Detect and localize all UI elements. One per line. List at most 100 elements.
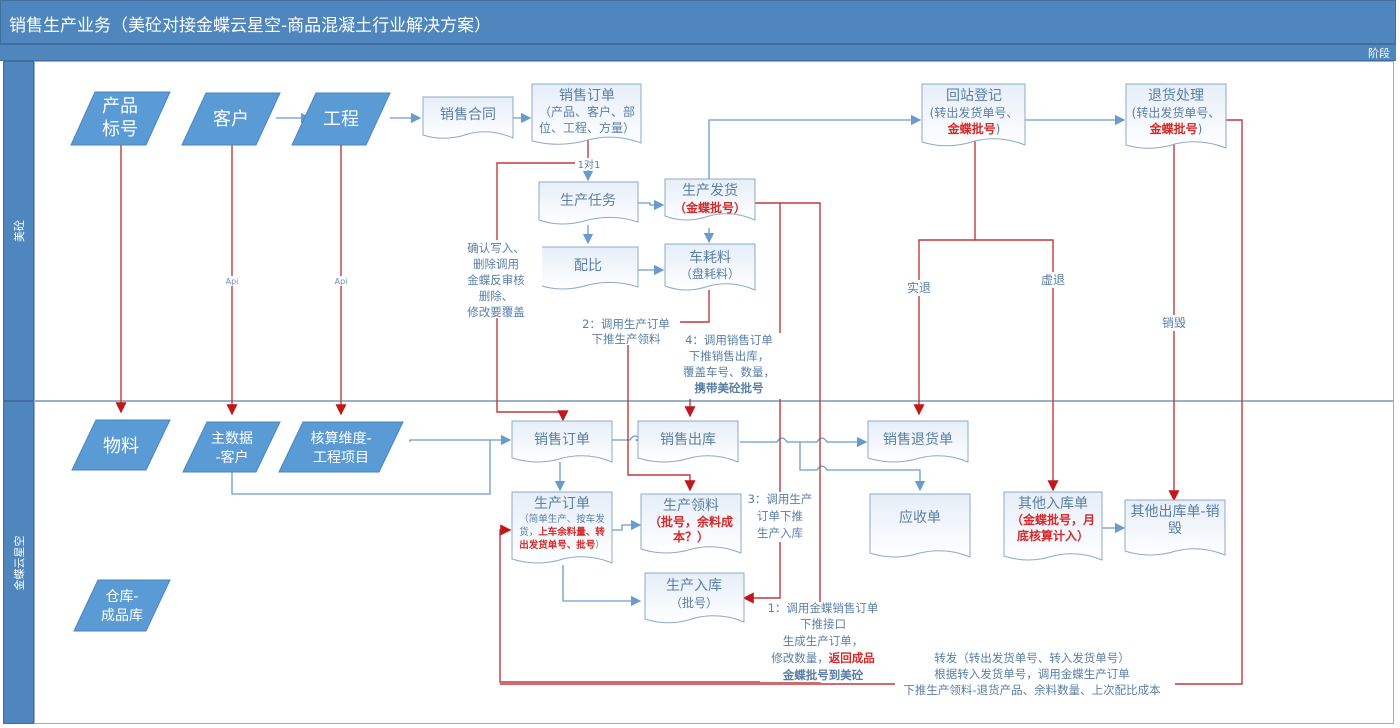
doc-production-inbound-title: 生产入库 <box>666 578 722 594</box>
doc-sales-order-line2: 位、工程、方量） <box>539 120 635 135</box>
shape-product-code-line1: 产品 <box>102 96 138 117</box>
shape-product-code[interactable]: 产品 标号 <box>70 91 171 146</box>
doc-return-register-line1: (转出发货单号、 <box>930 105 1019 120</box>
doc-return-register[interactable]: 回站登记 (转出发货单号、 金蝶批号) <box>921 83 1026 147</box>
shape-product-code-line2: 标号 <box>102 119 138 140</box>
doc-production-picking-line2: 本？） <box>673 529 709 544</box>
note-step1-3: 生成生产订单， <box>783 634 864 648</box>
note-confirm-2: 删除调用 <box>473 257 519 271</box>
doc-mix-ratio-title: 配比 <box>574 258 602 274</box>
note-forward-1: 转发（转出发货单号、转入发货单号） <box>934 651 1130 665</box>
note-destroy: 销毁 <box>1162 315 1186 330</box>
note-confirm-3: 金蝶反审核 <box>467 273 525 287</box>
doc-return-process[interactable]: 退货处理 (转出发货单号、 金蝶批号) <box>1125 83 1227 149</box>
doc-return-register-line2: 金蝶批号) <box>947 121 1001 136</box>
note-step4-red: 携带美砼批号 <box>695 381 764 395</box>
documents: 销售合同 销售订单 （产品、客户、部 位、工程、方量） 生产任务 生产发货 （金… <box>422 83 1227 624</box>
flow-kdorder-outbound <box>610 434 646 446</box>
doc-production-order-title: 生产订单 <box>534 496 590 512</box>
doc-mix-ratio[interactable]: 配比 <box>538 246 639 290</box>
note-forward-2: 根据转入发货单号，调用金蝶生产订单 <box>934 667 1130 681</box>
doc-other-inbound[interactable]: 其他入库单 （金蝶批号，月 底核算计入） <box>1003 491 1103 561</box>
note-step1-2: 下推接口 <box>800 617 846 631</box>
doc-sales-outbound-title: 销售出库 <box>660 432 716 448</box>
doc-sales-order[interactable]: 销售订单 （产品、客户、部 位、工程、方量） <box>531 83 642 145</box>
doc-production-task[interactable]: 生产任务 <box>538 181 639 225</box>
doc-production-picking[interactable]: 生产领料 （批号，余料成 本？） <box>640 493 742 554</box>
doc-production-order-line3: 出发货单号、批号） <box>519 539 605 551</box>
shape-material-label: 物料 <box>103 436 139 457</box>
doc-other-inbound-line2: 底核算计入） <box>1017 528 1089 543</box>
doc-kd-sales-order[interactable]: 销售订单 <box>511 420 613 463</box>
note-step3-1: 3：调用生产 <box>748 492 813 506</box>
note-step3-2: 订单下推 <box>757 509 803 523</box>
doc-kd-sales-order-title: 销售订单 <box>534 432 590 448</box>
doc-production-picking-title: 生产领料 <box>663 498 719 514</box>
note-forward-3: 下推生产领料-退货产品、余料数量、上次配比成本 <box>903 683 1161 697</box>
doc-sales-contract[interactable]: 销售合同 <box>422 96 514 139</box>
doc-receivable[interactable]: 应收单 <box>869 493 971 558</box>
flow-truck-step2 <box>680 290 710 323</box>
doc-production-shipment[interactable]: 生产发货 （金蝶批号） <box>664 178 756 221</box>
note-confirm-4: 删除、 <box>479 289 514 303</box>
doc-production-picking-line1: （批号，余料成 <box>649 514 733 529</box>
flow-outbound-receivable <box>799 442 926 492</box>
doc-production-shipment-title: 生产发货 <box>682 182 738 199</box>
doc-sales-order-line1: （产品、客户、部 <box>539 104 635 119</box>
doc-return-process-line1: (转出发货单号、 <box>1132 105 1221 120</box>
shape-warehouse[interactable]: 仓库- 成品库 <box>73 579 171 632</box>
doc-receivable-title: 应收单 <box>899 509 941 526</box>
note-step3-3: 生产入库 <box>757 526 803 540</box>
note-step4-2: 下推销售出库， <box>689 349 770 363</box>
doc-production-order-line2: 货，上车余料量、转 <box>519 526 605 538</box>
shape-warehouse-line2: 成品库 <box>101 608 143 624</box>
flow-project-kdorder <box>409 434 512 446</box>
shape-warehouse-line1: 仓库- <box>105 589 138 605</box>
shape-accounting-project-line1: 核算维度- <box>310 431 371 447</box>
data-shapes: 产品 标号 客户 工程 物料 主数据 -客户 核算维度- 工程项目 仓库- <box>70 91 404 632</box>
flow-shipment-register <box>708 114 922 180</box>
shape-material[interactable]: 物料 <box>71 419 171 471</box>
note-step2-1: 2：调用生产订单 <box>582 317 670 331</box>
doc-sales-order-title: 销售订单 <box>559 88 615 104</box>
flow-real-return <box>913 140 976 416</box>
doc-production-order-line1: （简单生产、按车发 <box>519 513 605 525</box>
note-step1-red: 金蝶批号到美砼 <box>782 668 864 682</box>
note-api-2: Api <box>335 277 348 286</box>
doc-production-order[interactable]: 生产订单 （简单生产、按车发 货，上车余料量、转 出发货单号、批号） <box>511 491 613 564</box>
note-step1-4: 修改数量，返回成品 <box>771 651 875 665</box>
doc-production-task-title: 生产任务 <box>560 193 616 209</box>
lane-header-meitong: 美砼 <box>3 61 34 401</box>
note-real-return: 实退 <box>907 280 931 295</box>
shape-customer[interactable]: 客户 <box>181 92 281 146</box>
diagram-title: 销售生产业务（美砼对接金蝶云星空-商品混凝土行业解决方案） <box>9 16 492 36</box>
shape-master-customer[interactable]: 主数据 -客户 <box>182 421 281 473</box>
shape-customer-label: 客户 <box>213 109 249 130</box>
doc-sales-outbound[interactable]: 销售出库 <box>637 420 739 463</box>
flow-forward-right <box>1170 119 1243 685</box>
doc-other-inbound-line1: （金蝶批号，月 <box>1011 512 1095 527</box>
note-api-1: Api <box>226 277 239 286</box>
note-one-to-one: 1对1 <box>578 158 601 171</box>
flow-shipment-step1 <box>499 202 821 683</box>
doc-production-inbound[interactable]: 生产入库 （批号） <box>644 572 745 624</box>
note-step4-3: 覆盖车号、数量， <box>683 365 775 379</box>
flow-prodorder-inbound <box>562 565 642 607</box>
flow-task-shipment <box>638 199 665 211</box>
doc-other-outbound-title: 其他出库单-销 <box>1130 504 1219 520</box>
doc-return-process-line2: 金蝶批号) <box>1149 121 1203 136</box>
doc-sales-return-title: 销售退货单 <box>883 431 953 448</box>
doc-sales-contract-title: 销售合同 <box>440 107 496 123</box>
diagram-title-bar: 销售生产业务（美砼对接金蝶云星空-商品混凝土行业解决方案） <box>0 0 1396 44</box>
doc-sales-return[interactable]: 销售退货单 <box>867 420 969 463</box>
doc-truck-material[interactable]: 车耗料 （盘耗料） <box>664 243 756 291</box>
lane-header-kingdee: 金蝶云星空 <box>3 401 34 724</box>
doc-other-outbound[interactable]: 其他出库单-销 毁 <box>1124 499 1226 556</box>
note-virtual-return: 虚退 <box>1041 273 1065 287</box>
doc-truck-material-sub: （盘耗料） <box>680 266 740 281</box>
doc-other-outbound-line2: 毁 <box>1168 521 1182 537</box>
flow-step2-picking <box>627 345 696 492</box>
shape-project[interactable]: 工程 <box>291 92 391 146</box>
shape-accounting-project[interactable]: 核算维度- 工程项目 <box>278 421 404 473</box>
